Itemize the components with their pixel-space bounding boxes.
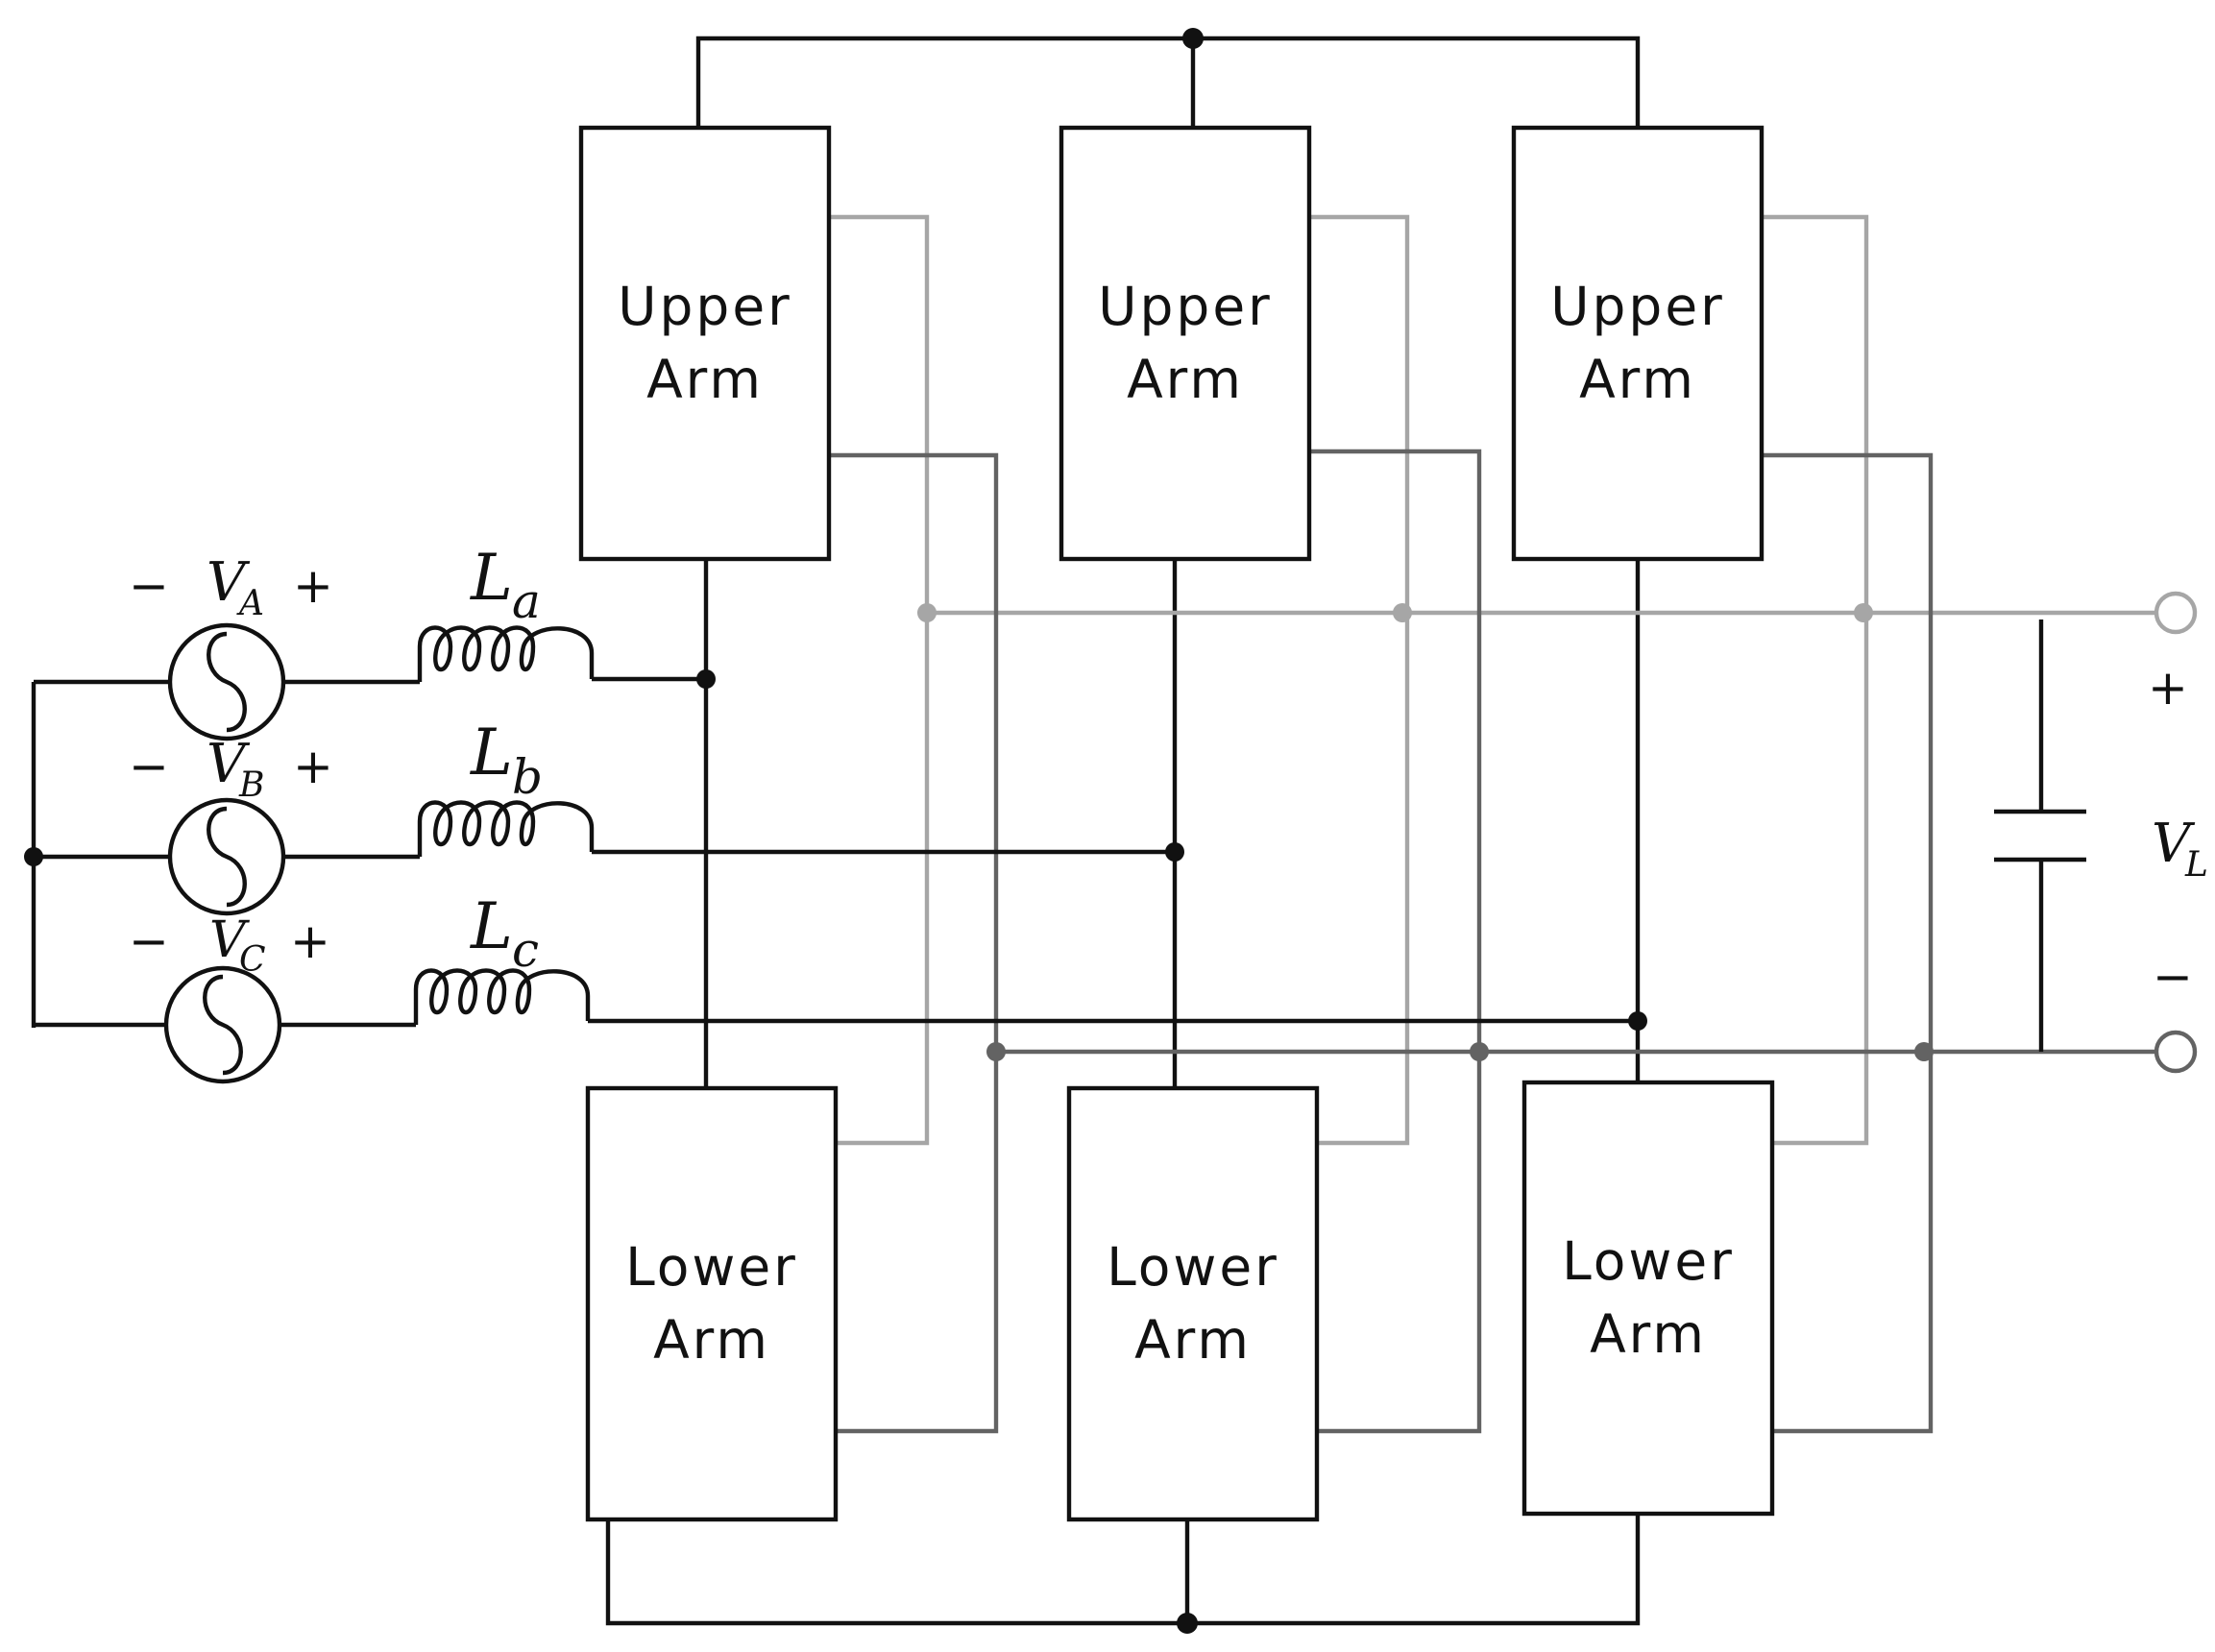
sine-wave-icon [207,631,247,733]
plus-sign: + [290,913,330,969]
junction-dot [917,603,937,622]
arm-label: Upper [1098,276,1273,337]
inductor-c [413,968,591,1025]
arm-label: Lower [1562,1230,1735,1292]
lower-arm-3: Lower Arm [1521,1080,1775,1517]
minus-sign: − [129,739,169,794]
inductor-label-a: L a [470,541,541,629]
source-symbol: V [207,733,251,795]
plus-sign: + [293,739,333,794]
arm-label: Lower [1107,1236,1279,1298]
junction-dot [1628,1011,1647,1031]
junction-dot [1393,603,1412,622]
negative-dc-wiring [829,449,2157,1434]
plus-sign: + [293,558,333,614]
positive-terminal [2154,591,2198,635]
ac-source-b [167,797,286,916]
inductor-subscript: c [512,922,539,978]
load-subscript: L [2184,845,2208,885]
arm-label: Arm [1579,349,1696,410]
source-symbol: V [209,911,250,969]
inductor-subscript: a [512,573,541,629]
arm-label: Arm [1590,1303,1707,1365]
junction-dot [696,669,716,689]
neutral-junction-dot [24,847,43,866]
load-voltage-label: + V L − [2148,660,2208,1005]
ac-side-wiring [24,669,1647,1031]
sine-wave-icon [207,806,247,908]
source-label-c: − V C + [129,911,330,980]
lower-arm-2: Lower Arm [1066,1085,1320,1522]
inductor-label-b: L b [470,716,543,805]
source-subscript: B [238,765,264,805]
arm-label: Arm [653,1309,770,1371]
inductor-a [417,625,595,682]
arm-label: Upper [618,276,792,337]
upper-arm-1: Upper Arm [578,125,832,562]
minus-sign: − [129,913,169,969]
phase-legs [703,559,1641,1088]
junction-dot [986,1042,1006,1061]
dc-link-capacitor [1994,620,2086,1052]
ac-source-a [167,622,286,741]
junction-dot [1914,1042,1934,1061]
plus-sign: + [2148,660,2188,716]
source-symbol: V [207,551,251,614]
junction-dot [1854,603,1873,622]
arm-label: Arm [1134,1309,1252,1371]
inductor-subscript: b [512,749,543,805]
arm-label: Lower [625,1236,798,1298]
bottom-common-bus [605,1515,1641,1634]
inductor-symbol: L [470,889,513,963]
junction-dot [1177,1613,1198,1634]
positive-dc-wiring [829,214,2157,1146]
inductor-b [417,800,595,857]
inductor-label-c: L c [470,889,539,978]
source-subscript: A [236,584,264,623]
source-label-a: − V A + [129,551,333,623]
junction-dot [1165,842,1184,862]
inductor-symbol: L [470,541,513,615]
minus-sign: − [129,558,169,614]
top-common-bus [695,28,1641,128]
source-subscript: C [239,940,266,980]
ac-source-c [163,965,282,1084]
upper-arm-3: Upper Arm [1511,125,1765,562]
minus-sign: − [2153,949,2193,1005]
junction-dot [1182,28,1204,49]
arm-label: Arm [646,349,764,410]
sine-wave-icon [203,974,243,1076]
load-symbol: V [2152,813,2196,875]
arm-label: Upper [1550,276,1725,337]
source-label-b: − V B + [129,733,333,805]
junction-dot [1470,1042,1489,1061]
lower-arm-1: Lower Arm [585,1085,839,1522]
inductor-symbol: L [470,716,513,790]
negative-terminal [2154,1030,2198,1074]
upper-arm-2: Upper Arm [1059,125,1312,562]
arm-label: Arm [1127,349,1244,410]
